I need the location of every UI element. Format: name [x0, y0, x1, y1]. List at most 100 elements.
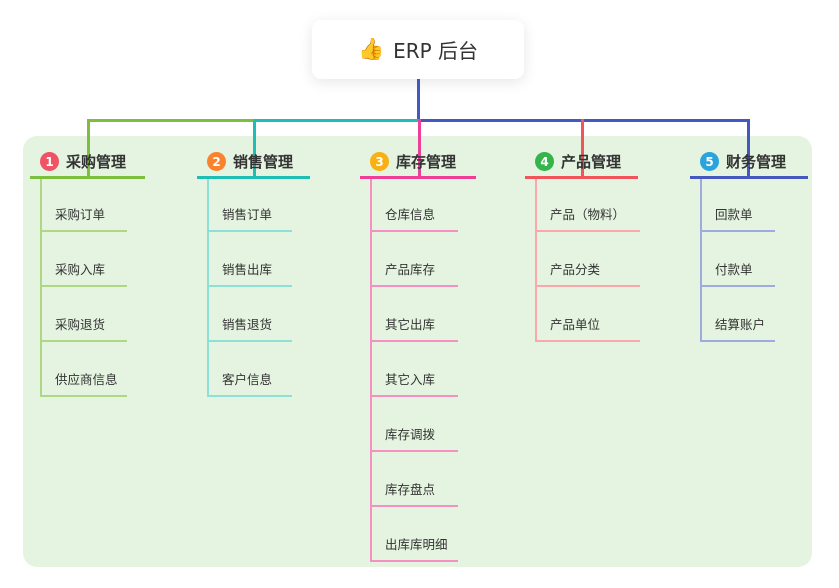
branch-number-badge: 5 — [700, 152, 719, 171]
connector-horizontal-line — [253, 119, 420, 122]
child-node-label: 产品单位 — [550, 317, 601, 332]
branch-number-badge: 4 — [535, 152, 554, 171]
connector-root-line — [417, 79, 420, 122]
child-node[interactable]: 产品库存 — [370, 261, 458, 285]
root-node-label: ERP 后台 — [393, 39, 479, 63]
child-node[interactable]: 库存调拨 — [370, 426, 458, 450]
child-node-label: 产品库存 — [385, 262, 436, 277]
branch-title-underline — [690, 176, 808, 179]
thumbs-up-icon: 👍 — [357, 37, 385, 61]
connector-child-underline — [40, 230, 127, 232]
branch-title-underline — [525, 176, 638, 179]
child-node[interactable]: 库存盘点 — [370, 481, 458, 505]
connector-branch-drop — [581, 119, 584, 177]
child-node[interactable]: 产品（物料） — [535, 206, 640, 230]
branch-node-1[interactable]: 1 采购管理 — [40, 150, 126, 173]
child-node-label: 回款单 — [715, 207, 753, 222]
branch-title-label: 财务管理 — [726, 153, 787, 171]
child-node[interactable]: 采购入库 — [40, 261, 127, 285]
child-node[interactable]: 其它出库 — [370, 316, 458, 340]
child-node-label: 产品分类 — [550, 262, 601, 277]
branch-number-badge: 1 — [40, 152, 59, 171]
child-node-label: 其它出库 — [385, 317, 436, 332]
child-node-label: 供应商信息 — [55, 372, 118, 387]
child-node[interactable]: 回款单 — [700, 206, 775, 230]
connector-child-underline — [370, 230, 458, 232]
child-node-label: 产品（物料） — [550, 207, 626, 222]
connector-child-underline — [700, 230, 775, 232]
child-node-label: 出库库明细 — [385, 537, 448, 552]
child-node[interactable]: 销售订单 — [207, 206, 292, 230]
connector-child-underline — [207, 395, 292, 397]
connector-child-vline — [40, 179, 42, 397]
branch-node-3[interactable]: 3 库存管理 — [370, 150, 456, 173]
child-node-label: 其它入库 — [385, 372, 436, 387]
child-node[interactable]: 销售退货 — [207, 316, 292, 340]
branch-number-badge: 2 — [207, 152, 226, 171]
child-node[interactable]: 其它入库 — [370, 371, 458, 395]
child-node[interactable]: 产品单位 — [535, 316, 640, 340]
child-node[interactable]: 销售出库 — [207, 261, 292, 285]
connector-horizontal-line — [418, 119, 750, 122]
connector-child-underline — [700, 285, 775, 287]
child-node-label: 销售订单 — [222, 207, 273, 222]
branch-title-label: 产品管理 — [561, 153, 622, 171]
child-node[interactable]: 供应商信息 — [40, 371, 127, 395]
child-node[interactable]: 客户信息 — [207, 371, 292, 395]
connector-child-vline — [207, 179, 209, 397]
child-node-label: 仓库信息 — [385, 207, 436, 222]
child-node-label: 销售出库 — [222, 262, 273, 277]
child-node-label: 采购入库 — [55, 262, 106, 277]
connector-child-underline — [40, 340, 127, 342]
child-node-label: 客户信息 — [222, 372, 273, 387]
connector-child-vline — [370, 179, 372, 562]
mindmap-panel — [23, 136, 812, 567]
connector-branch-drop — [418, 119, 421, 177]
connector-branch-drop — [747, 119, 750, 177]
child-node-label: 库存盘点 — [385, 482, 436, 497]
branch-node-4[interactable]: 4 产品管理 — [535, 150, 621, 173]
child-node-label: 采购订单 — [55, 207, 106, 222]
branch-title-underline — [360, 176, 476, 179]
connector-child-underline — [370, 340, 458, 342]
connector-branch-drop — [87, 119, 90, 177]
child-node[interactable]: 出库库明细 — [370, 536, 458, 560]
child-node-label: 采购退货 — [55, 317, 106, 332]
connector-child-underline — [207, 340, 292, 342]
connector-child-underline — [535, 285, 640, 287]
root-node[interactable]: 👍 ERP 后台 — [312, 20, 524, 79]
connector-branch-drop — [253, 119, 256, 177]
child-node-label: 库存调拨 — [385, 427, 436, 442]
connector-child-vline — [700, 179, 702, 342]
connector-child-underline — [370, 450, 458, 452]
child-node[interactable]: 采购退货 — [40, 316, 127, 340]
connector-child-underline — [535, 230, 640, 232]
child-node[interactable]: 付款单 — [700, 261, 775, 285]
connector-horizontal-line — [87, 119, 256, 122]
connector-child-underline — [370, 285, 458, 287]
branch-number-badge: 3 — [370, 152, 389, 171]
child-node-label: 销售退货 — [222, 317, 273, 332]
child-node[interactable]: 采购订单 — [40, 206, 127, 230]
child-node-label: 付款单 — [715, 262, 753, 277]
connector-child-underline — [370, 395, 458, 397]
child-node[interactable]: 产品分类 — [535, 261, 640, 285]
connector-child-underline — [40, 395, 127, 397]
branch-title-label: 库存管理 — [396, 153, 457, 171]
connector-child-underline — [207, 230, 292, 232]
connector-child-underline — [370, 560, 458, 562]
child-node[interactable]: 结算账户 — [700, 316, 775, 340]
child-node-label: 结算账户 — [715, 317, 766, 332]
branch-node-2[interactable]: 2 销售管理 — [207, 150, 293, 173]
connector-child-underline — [535, 340, 640, 342]
connector-child-underline — [370, 505, 458, 507]
branch-title-label: 销售管理 — [233, 153, 294, 171]
branch-title-underline — [197, 176, 310, 179]
child-node[interactable]: 仓库信息 — [370, 206, 458, 230]
branch-title-label: 采购管理 — [66, 153, 127, 171]
branch-node-5[interactable]: 5 财务管理 — [700, 150, 786, 173]
branch-title-underline — [30, 176, 145, 179]
connector-child-underline — [207, 285, 292, 287]
connector-child-underline — [40, 285, 127, 287]
